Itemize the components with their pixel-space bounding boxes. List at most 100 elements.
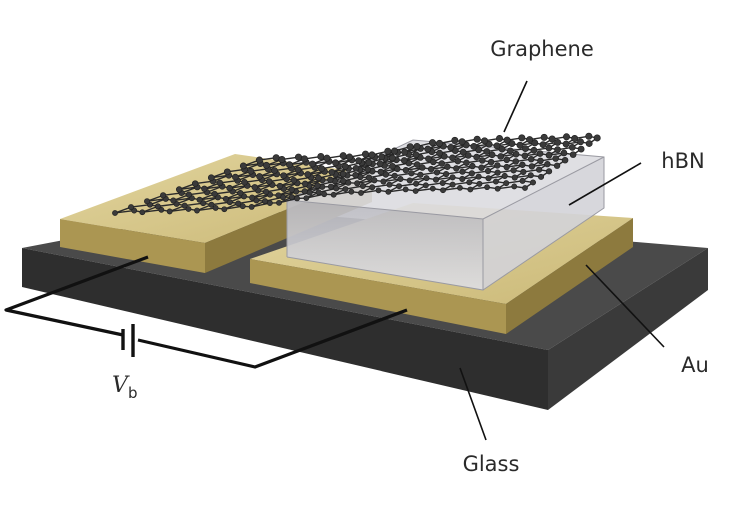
graphene-leader: [503, 80, 528, 133]
graphene-atom: [433, 169, 441, 176]
graphene-bond: [264, 196, 284, 202]
graphene-atom: [440, 152, 448, 160]
graphene-atom: [294, 195, 300, 202]
graphene-atom: [440, 187, 446, 194]
graphene-atom: [507, 147, 514, 155]
graphene-atom: [467, 186, 474, 193]
graphene-atom: [251, 184, 258, 191]
graphene-atom: [540, 133, 548, 141]
graphene-atom: [267, 200, 273, 206]
graphene-atom: [239, 162, 247, 170]
graphene-bond: [114, 209, 135, 214]
graphene-atom: [330, 191, 337, 198]
graphene-atom: [439, 180, 446, 186]
graphene-atom: [241, 179, 248, 186]
graphene-atom: [286, 161, 293, 169]
graphene-atom: [553, 162, 561, 169]
graphene-atom: [561, 156, 569, 164]
graphene-atom: [527, 172, 534, 179]
graphene-atom: [484, 167, 492, 175]
graphene-atom: [323, 154, 331, 162]
hbn-label: hBN: [661, 149, 704, 173]
graphene-atom: [278, 155, 286, 163]
graphene-atom: [318, 165, 326, 173]
graphene-atom: [536, 150, 544, 157]
hbn-top-edge: [482, 156, 605, 220]
graphene-atom: [457, 184, 463, 191]
graphene-atom: [528, 163, 536, 170]
hbn-side-face: [483, 157, 604, 290]
graphene-atom: [494, 185, 501, 192]
graphene-atom: [419, 164, 426, 171]
graphene-atom: [359, 183, 366, 189]
graphene-atom: [444, 163, 451, 170]
glass-leader: [459, 367, 487, 441]
graphene-atom: [495, 134, 503, 142]
graphene-atom: [276, 182, 284, 190]
graphene-atom: [235, 200, 242, 207]
graphene-atom: [328, 168, 336, 176]
graphene-atom: [503, 156, 510, 164]
graphene-atom: [396, 183, 402, 190]
graphene-atom: [503, 163, 510, 171]
graphene-atom: [423, 175, 430, 182]
graphene-atom: [397, 175, 404, 183]
graphene-atom: [487, 158, 495, 166]
graphene-atom: [303, 195, 310, 201]
bias-circuit: [4, 255, 408, 369]
graphene-atom: [413, 180, 420, 187]
graphene-atom: [128, 204, 135, 211]
graphene-atom: [459, 175, 466, 182]
graphene-atom: [554, 146, 561, 154]
graphene-atom: [391, 147, 399, 155]
graphene-atom: [577, 138, 584, 146]
graphene-bond: [142, 209, 162, 213]
graphene-atom: [368, 151, 376, 159]
graphene-atom: [475, 146, 483, 154]
graphene-bond: [333, 191, 352, 196]
graphene-atom: [585, 132, 593, 140]
graphene-bond: [169, 208, 189, 213]
graphene-atom: [512, 158, 520, 165]
au-label: Au: [681, 353, 709, 377]
graphene-atom: [144, 198, 151, 205]
graphene-atom: [494, 162, 501, 169]
graphene-atom: [447, 143, 455, 151]
graphene-atom: [453, 165, 460, 172]
graphene-atom: [327, 183, 334, 190]
graphene-atom: [345, 153, 353, 161]
graphene-atom: [253, 197, 260, 204]
graphene-atom: [571, 134, 579, 142]
graphene-atom: [361, 150, 369, 158]
graphene-atom: [449, 174, 456, 181]
graphene-atom: [412, 188, 419, 194]
graphene-atom: [538, 173, 545, 180]
graphene-atom: [170, 197, 177, 204]
graphene-atom: [340, 177, 347, 184]
graphene-atom: [501, 172, 508, 179]
graphene-atom: [479, 157, 486, 164]
graphene-atom: [408, 170, 415, 177]
graphene-atom: [249, 194, 256, 201]
hbn-front-face: [287, 200, 483, 290]
graphene-atom: [208, 201, 215, 208]
graphene-atom: [201, 185, 208, 192]
graphene-atom: [327, 176, 334, 184]
graphene-atom: [355, 157, 363, 165]
graphene-atom: [207, 174, 215, 181]
graphene-atom: [537, 157, 544, 165]
graphene-atom: [256, 173, 263, 180]
graphene-atom: [401, 148, 409, 156]
graphene-atom: [593, 134, 601, 142]
graphene-atom: [493, 142, 501, 150]
graphene-atom: [332, 159, 339, 167]
graphene-atom: [262, 161, 270, 169]
graphene-atom: [545, 168, 553, 175]
graphene-atom: [481, 137, 489, 145]
graphene-atom: [314, 182, 321, 189]
graphene-atom: [375, 187, 382, 194]
graphene-atom: [354, 180, 361, 187]
graphene-atom: [345, 179, 352, 186]
graphene-atom: [352, 171, 359, 179]
graphene-atom: [154, 203, 161, 210]
